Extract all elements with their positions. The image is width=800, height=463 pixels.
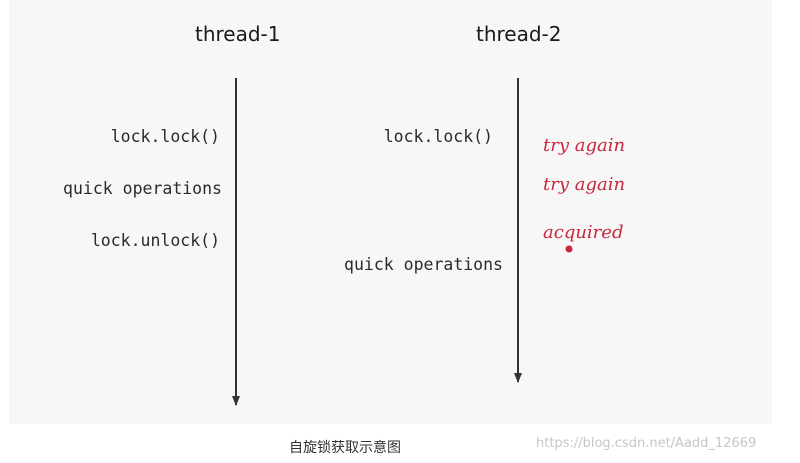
annotation-try-again-2: try again	[543, 174, 626, 195]
thread-2-quick-operations: quick operations	[344, 255, 503, 274]
thread-1-title: thread-1	[195, 22, 281, 46]
thread-1-unlock: lock.unlock()	[90, 231, 220, 250]
annotation-try-again-1: try again	[543, 135, 626, 156]
figure-caption: 自旋锁获取示意图	[289, 440, 401, 456]
thread-2-lock: lock.lock()	[383, 127, 493, 146]
annotation-acquired: acquired	[543, 222, 624, 243]
watermark: https://blog.csdn.net/Aadd_12669	[536, 436, 757, 451]
acquired-dot	[565, 245, 573, 253]
diagram-panel	[9, 0, 772, 424]
thread-2-title: thread-2	[476, 22, 562, 46]
thread-1-lock: lock.lock()	[110, 127, 220, 146]
thread-1-quick-operations: quick operations	[63, 179, 222, 198]
